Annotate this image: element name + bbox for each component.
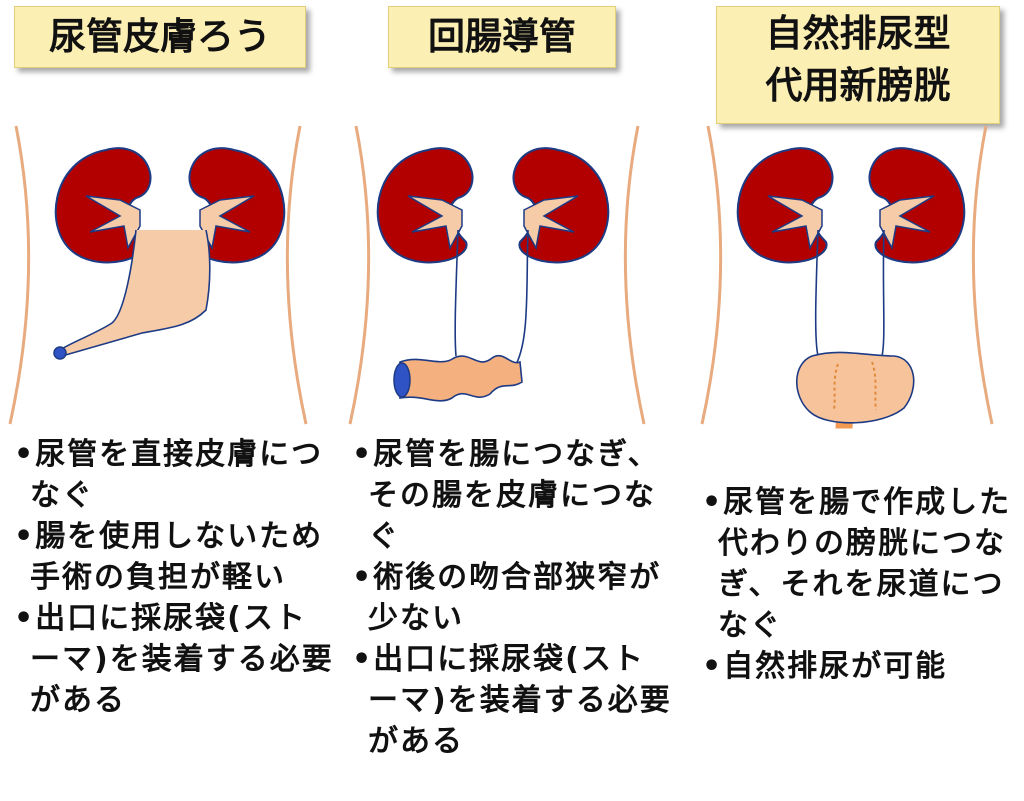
stoma-icon — [393, 362, 411, 398]
bullet-item: 出口に採尿袋(ストーマ)を装着する必要がある — [14, 598, 334, 721]
kidney-icon — [512, 147, 610, 264]
diagram-ureterocutaneostomy — [8, 125, 308, 425]
ureter-icon — [454, 229, 459, 357]
title-line-1: 尿管皮膚ろう — [49, 15, 271, 58]
bullet-item: 腸を使用しないため手術の負担が軽い — [14, 516, 334, 598]
neobladder-icon — [796, 351, 915, 424]
body-outline-right — [971, 125, 994, 425]
title-line-1: 自然排尿型 — [765, 12, 951, 55]
ileal-conduit-icon — [399, 355, 523, 402]
suture-line — [833, 363, 839, 411]
ureter-icon — [881, 229, 885, 357]
ureter-icon — [59, 229, 211, 357]
stoma-icon — [53, 346, 67, 360]
kidney-icon — [188, 147, 286, 264]
body-outline-left — [700, 125, 723, 425]
title-line-1: 回腸導管 — [428, 15, 576, 58]
suture-line — [871, 361, 877, 411]
diagram-ileal-conduit — [348, 125, 646, 425]
bullet-item: 術後の吻合部狭窄が少ない — [352, 557, 674, 639]
title-ileal-conduit: 回腸導管 — [388, 6, 616, 68]
bullet-item: 出口に採尿袋(ストーマ)を装着する必要がある — [352, 639, 674, 762]
body-outline-left — [8, 125, 31, 425]
bullet-item: 自然排尿が可能 — [702, 646, 1024, 687]
kidney-icon — [868, 147, 966, 264]
title-line-2: 代用新膀胱 — [765, 64, 951, 107]
kidney-icon — [376, 147, 474, 264]
ureter-icon — [814, 229, 819, 357]
body-outline-left — [348, 125, 371, 425]
bullet-item: 尿管を直接皮膚につなぐ — [14, 434, 334, 516]
bullet-item: 尿管を腸につなぎ、その腸を皮膚につなぐ — [352, 434, 674, 557]
ureter-icon — [513, 229, 529, 369]
title-neobladder: 自然排尿型 代用新膀胱 — [716, 6, 1000, 124]
diagram-neobladder — [700, 125, 994, 429]
bullet-list-ileal-conduit: 尿管を腸につなぎ、その腸を皮膚につなぐ 術後の吻合部狭窄が少ない 出口に採尿袋(… — [352, 434, 674, 762]
bullet-list-ureterocutaneostomy: 尿管を直接皮膚につなぐ 腸を使用しないため手術の負担が軽い 出口に採尿袋(ストー… — [14, 434, 334, 721]
body-outline-right — [623, 125, 646, 425]
body-outline-right — [285, 125, 308, 425]
bullet-list-neobladder: 尿管を腸で作成した代わりの膀胱につなぎ、それを尿道につなぐ 自然排尿が可能 — [702, 482, 1024, 687]
title-ureterocutaneostomy: 尿管皮膚ろう — [14, 6, 306, 68]
bullet-item: 尿管を腸で作成した代わりの膀胱につなぎ、それを尿道につなぐ — [702, 482, 1024, 646]
kidney-icon — [736, 147, 834, 264]
